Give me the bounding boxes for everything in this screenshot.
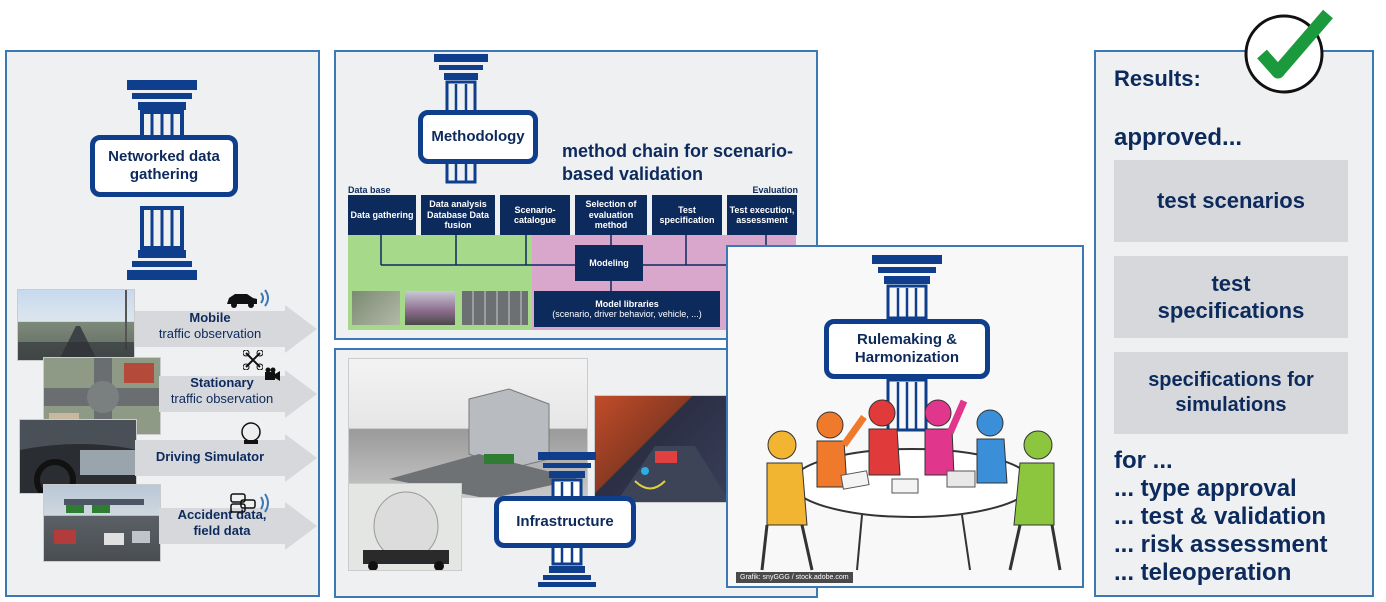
cars-wifi-icon (229, 492, 279, 519)
step-scenario-catalogue: Scenario-catalogue (500, 195, 570, 235)
source-title: Stationary (190, 375, 254, 390)
source-arrow-simulator: Driving Simulator (135, 434, 320, 482)
pillar-label-text: Infrastructure (516, 513, 614, 530)
source-title: Driving Simulator (155, 449, 265, 464)
use-risk-assessment: ... risk assessment (1114, 531, 1328, 558)
for-label: for ... (1114, 447, 1173, 474)
pillar-label-gathering: Networked data gathering (90, 135, 238, 197)
use-test-validation: ... test & validation (1114, 503, 1327, 530)
mobile-observation-photo (17, 289, 135, 361)
pillar-label-rulemaking: Rulemaking & Harmonization (824, 319, 990, 379)
source-subtitle: traffic observation (158, 326, 262, 342)
vehicle-dome-photo (348, 483, 462, 571)
panel-results: Results: approved... test scenarios test… (1094, 50, 1374, 597)
panel-infrastructure: Infrastructure (334, 348, 818, 598)
result-item-text: test scenarios (1157, 188, 1305, 214)
modeling-box: Modeling (575, 245, 643, 281)
result-item-text: test specifications (1157, 270, 1305, 324)
drone-icon (242, 349, 264, 375)
results-heading: Results: (1114, 66, 1201, 91)
pillar-label-text: Methodology (431, 128, 525, 145)
pillar-label-text: Rulemaking & Harmonization (854, 331, 960, 366)
chain-photo-3 (462, 291, 528, 325)
simulation-scene-photo (594, 395, 730, 503)
use-type-approval: ... type approval (1114, 475, 1297, 502)
image-credit-text: Grafik: snyGGG / stock.adobe.com (740, 574, 849, 581)
step-selection-method: Selection of evaluation method (575, 195, 647, 235)
result-specifications-simulations: specifications for simulations (1114, 352, 1348, 434)
result-test-scenarios: test scenarios (1114, 160, 1348, 242)
step-data-gathering: Data gathering (348, 195, 416, 235)
step-test-specification: Test specification (652, 195, 722, 235)
approved-label: approved... (1114, 124, 1243, 151)
result-test-specifications: test specifications (1114, 256, 1348, 338)
step-data-analysis: Data analysis Database Data fusion (421, 195, 495, 235)
source-subtitle: traffic observation (170, 391, 274, 407)
method-chain-title-text: method chain for scenario-based validati… (562, 141, 794, 184)
panel-rulemaking: Rulemaking & Harmonization (726, 245, 1084, 588)
evaluation-label: Evaluation (752, 185, 798, 195)
driving-simulator-photo (19, 419, 137, 494)
simulator-dome-icon (239, 422, 263, 451)
meeting-illustration (742, 395, 1072, 585)
chain-photo-2 (405, 291, 455, 325)
chain-photo-1 (352, 291, 400, 325)
method-chain-title: method chain for scenario-based validati… (562, 140, 812, 185)
step-test-execution: Test execution, assessment (727, 195, 797, 235)
check-mark-icon (1240, 8, 1336, 101)
car-wifi-icon (225, 288, 275, 313)
model-libraries-box: Model libraries (scenario, driver behavi… (534, 291, 720, 327)
source-title: Mobile (189, 310, 231, 325)
accident-data-photo (43, 484, 161, 562)
use-teleoperation: ... teleoperation (1114, 559, 1292, 586)
data-base-label: Data base (348, 185, 391, 195)
pillar-label-text: Networked data gathering (108, 148, 220, 183)
pillar-icon (416, 54, 506, 184)
camera-icon (263, 366, 281, 389)
pillar-label-methodology: Methodology (418, 110, 538, 164)
model-libraries-sub: (scenario, driver behavior, vehicle, ...… (552, 309, 702, 319)
image-credit: Grafik: snyGGG / stock.adobe.com (736, 572, 853, 583)
model-libraries-title: Model libraries (595, 298, 659, 309)
result-item-text: specifications for simulations (1148, 369, 1314, 416)
pillar-label-infrastructure: Infrastructure (494, 496, 636, 548)
source-subtitle: field data (193, 523, 251, 539)
